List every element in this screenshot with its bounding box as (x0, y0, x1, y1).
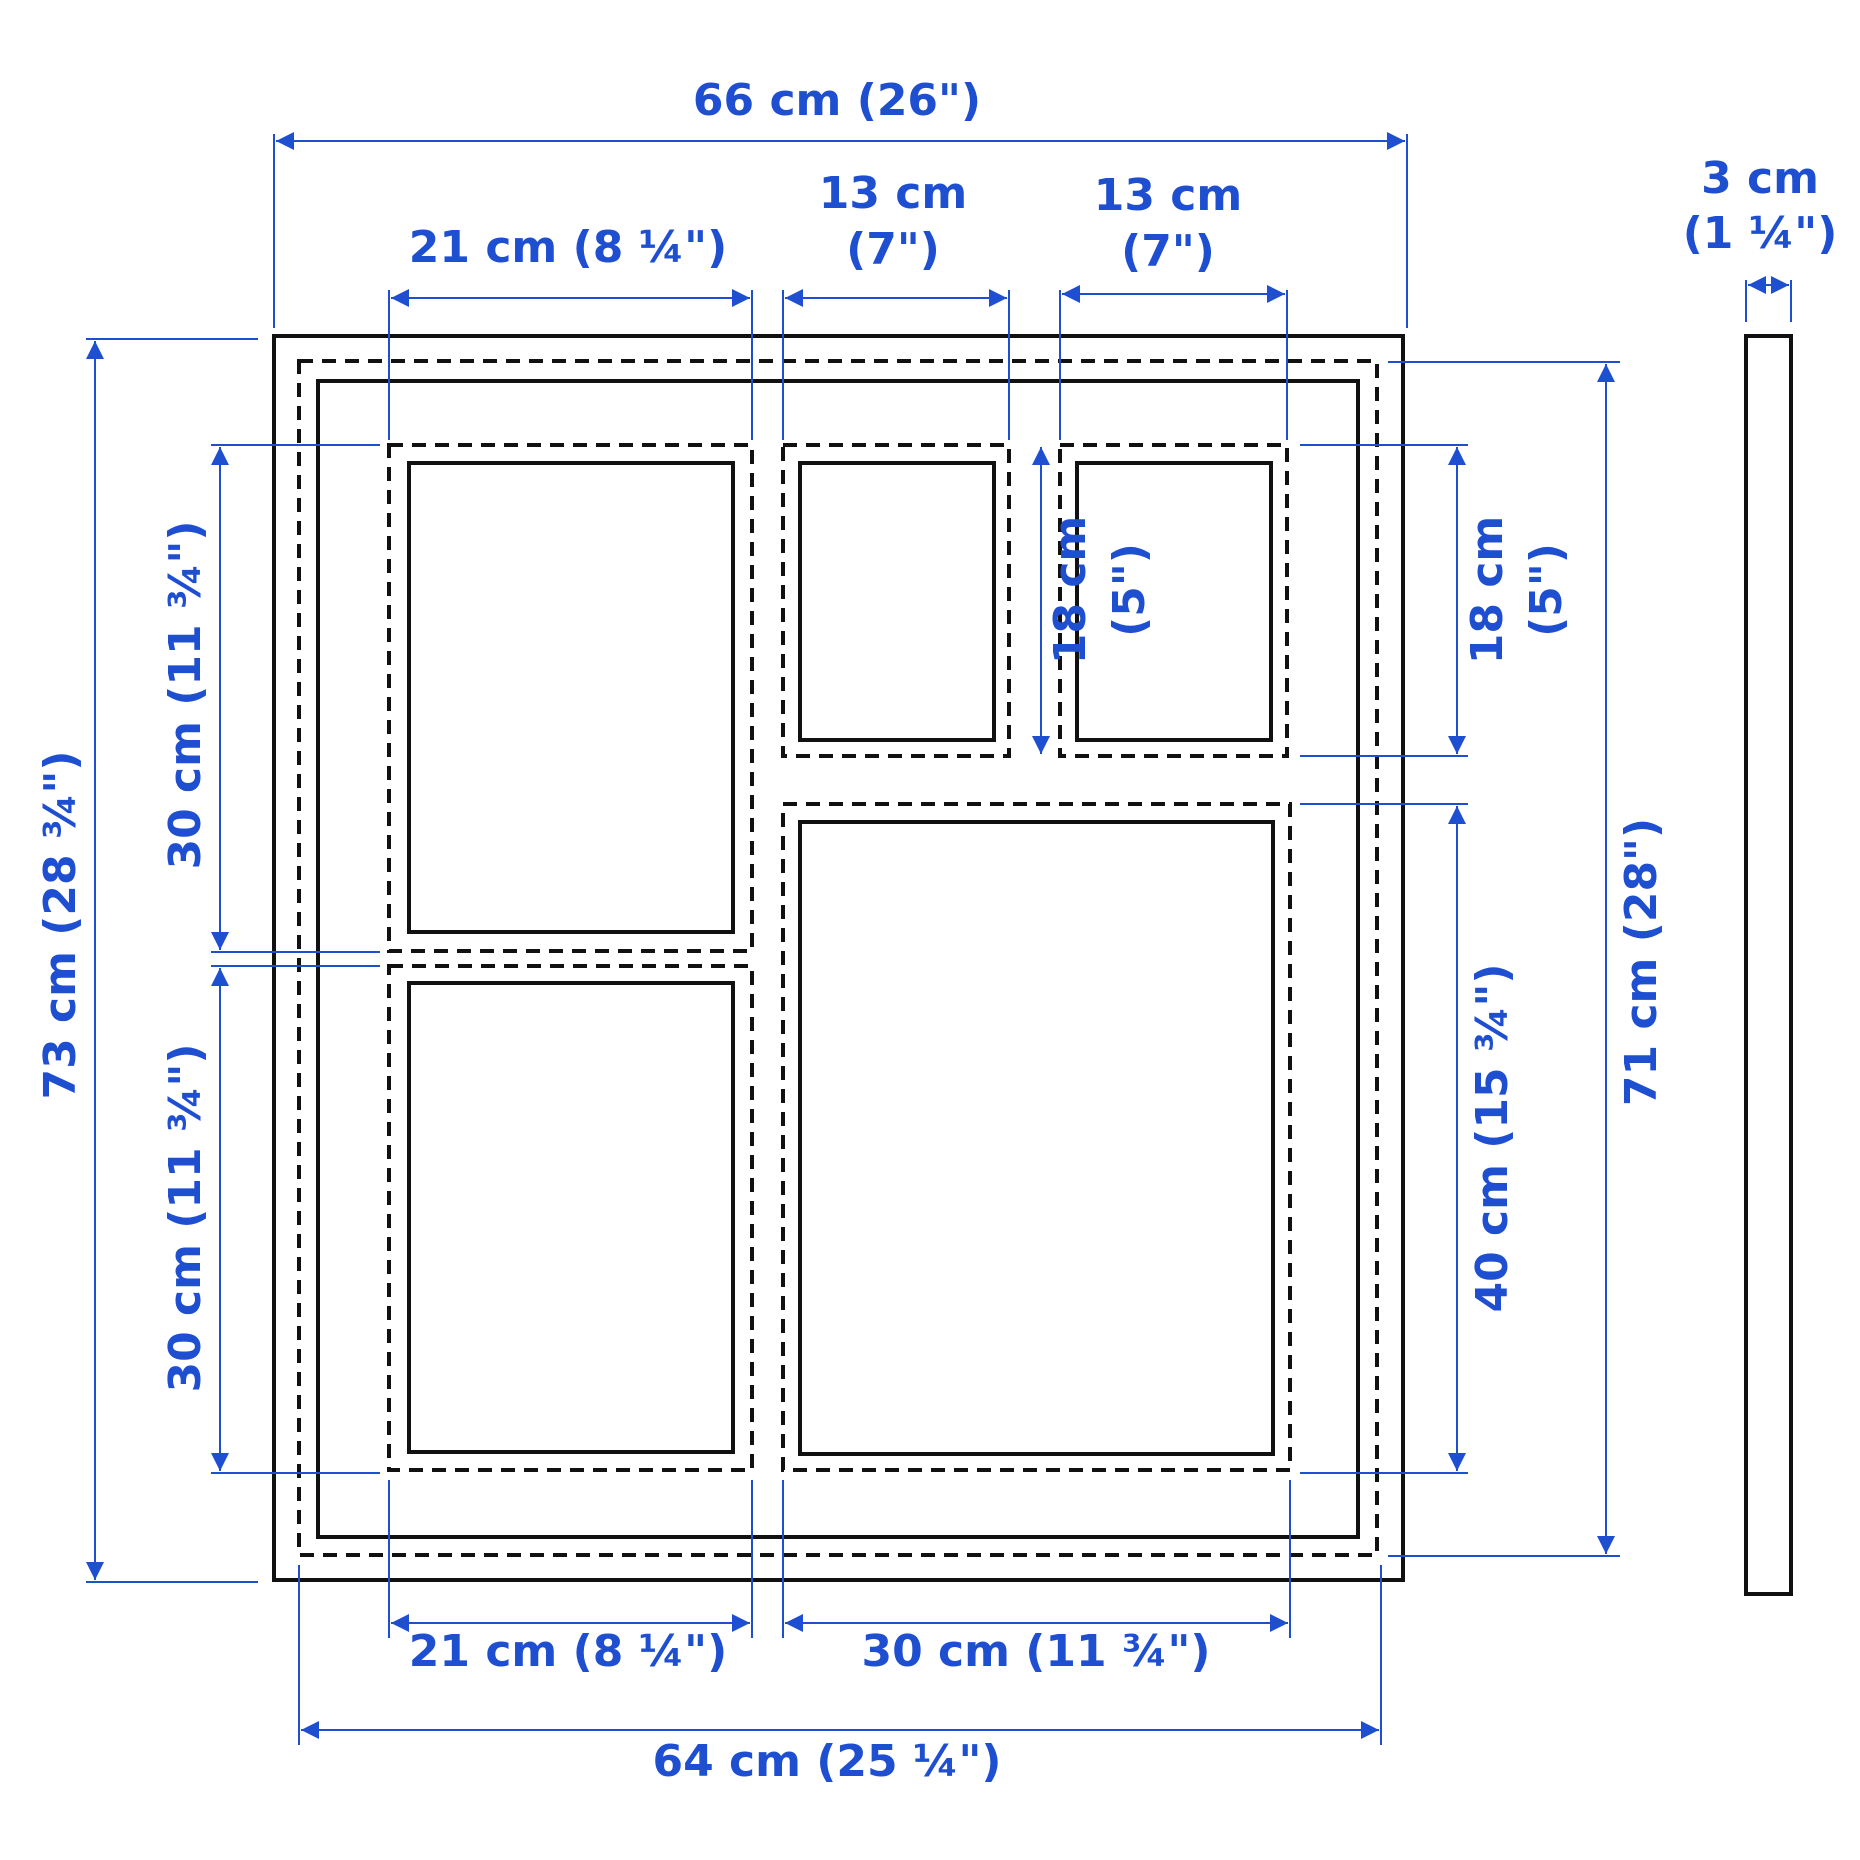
opening-large (798, 820, 1275, 1456)
opening-top-left (407, 461, 735, 934)
frame-inner-dashed-edge (297, 359, 1379, 1557)
label-left-top-height: 30 cm (11 ¾") (160, 520, 211, 869)
dimension-lines (86, 132, 1792, 1745)
label-small-2-width-value: 13 cm (1094, 170, 1242, 221)
label-overall-height: 73 cm (28 ¾") (35, 750, 86, 1099)
frame-front-view (272, 334, 1405, 1582)
opening-bottom-left-dashed (387, 964, 754, 1472)
label-overall-width: 66 cm (26") (693, 75, 981, 126)
label-small-1-width-value: 13 cm (819, 168, 967, 219)
label-small-1-height-imperial: (5") (1104, 543, 1155, 637)
dimension-labels: 66 cm (26") 21 cm (8 ¼") 13 cm (7") 13 c… (35, 75, 1837, 1787)
opening-small-1-dashed (781, 443, 1011, 758)
frame-side-profile (1744, 334, 1793, 1596)
label-depth-value: 3 cm (1701, 153, 1819, 204)
label-inner-width: 64 cm (25 ¼") (652, 1736, 1001, 1787)
label-depth-imperial: (1 ¼") (1683, 208, 1838, 259)
opening-small-2-dashed (1058, 443, 1289, 758)
opening-small-1 (798, 461, 996, 742)
frame-outer-edge (272, 334, 1405, 1582)
opening-bottom-left (407, 981, 735, 1454)
label-small-1-height-value: 18 cm (1045, 516, 1096, 664)
label-small-2-height-value: 18 cm (1462, 516, 1513, 664)
mat-edge (316, 379, 1360, 1539)
label-bottom-left-width: 21 cm (8 ¼") (409, 1626, 727, 1677)
label-small-2-width-imperial: (7") (1121, 226, 1215, 277)
opening-large-dashed (781, 802, 1292, 1472)
label-left-bottom-height: 30 cm (11 ¾") (160, 1043, 211, 1392)
label-small-2-height-imperial: (5") (1521, 543, 1572, 637)
opening-small-2 (1075, 461, 1273, 742)
label-top-left-width: 21 cm (8 ¼") (409, 222, 727, 273)
label-inner-height: 71 cm (28") (1616, 818, 1667, 1106)
label-large-width: 30 cm (11 ¾") (861, 1626, 1210, 1677)
label-small-1-width-imperial: (7") (846, 224, 940, 275)
label-large-height: 40 cm (15 ¾") (1467, 963, 1518, 1312)
opening-top-left-dashed (387, 443, 754, 953)
